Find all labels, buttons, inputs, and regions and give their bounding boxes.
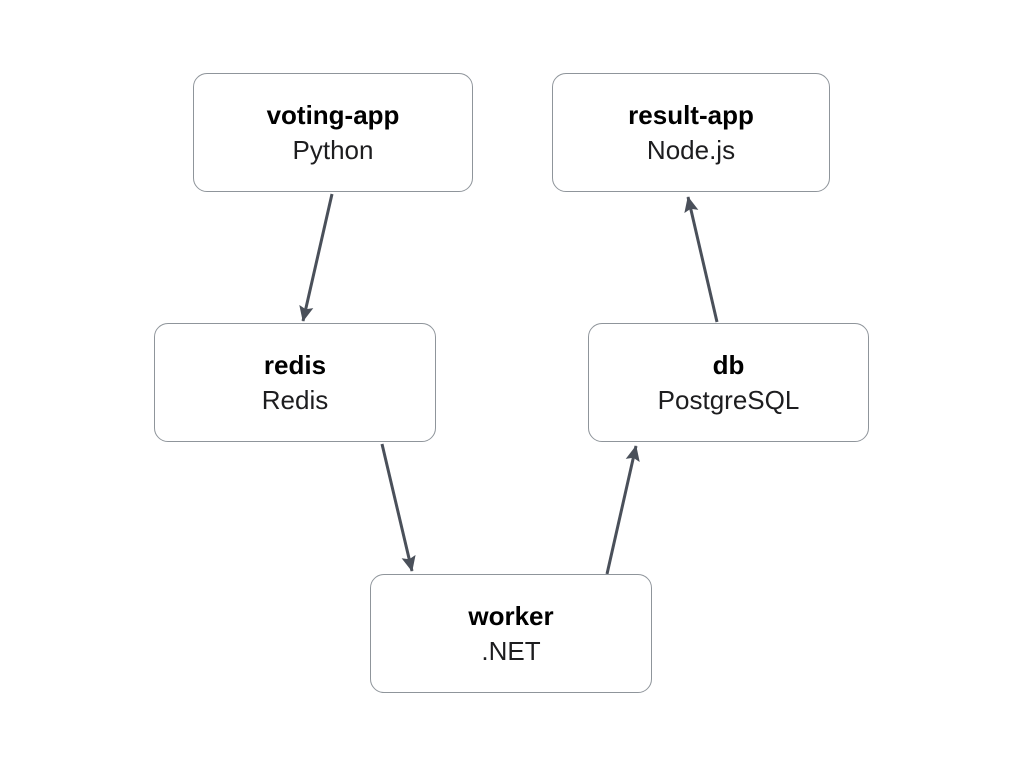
node-voting-app: voting-app Python <box>193 73 473 192</box>
node-subtitle: Python <box>292 134 374 165</box>
node-title: db <box>712 350 745 381</box>
node-title: redis <box>263 350 327 381</box>
node-title: voting-app <box>266 100 400 131</box>
edge-db-to-result-app <box>684 196 719 323</box>
node-subtitle: .NET <box>481 635 541 666</box>
node-redis: redis Redis <box>154 323 436 442</box>
edge-voting-app-to-redis <box>299 193 334 322</box>
edge-redis-to-worker <box>380 443 416 572</box>
node-subtitle: Node.js <box>646 134 736 165</box>
node-title: result-app <box>628 100 754 131</box>
node-subtitle: PostgreSQL <box>657 384 800 415</box>
node-db: db PostgreSQL <box>588 323 869 442</box>
node-title: worker <box>468 601 554 632</box>
node-result-app: result-app Node.js <box>552 73 830 192</box>
edge-worker-to-db <box>605 445 640 575</box>
node-worker: worker .NET <box>370 574 652 693</box>
node-subtitle: Redis <box>261 384 329 415</box>
